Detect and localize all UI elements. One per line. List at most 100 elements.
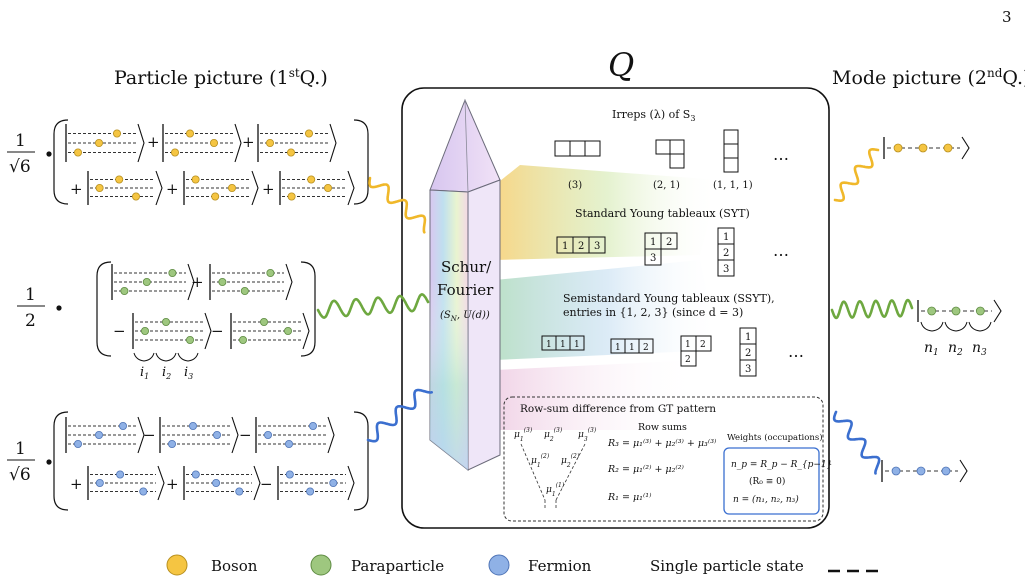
- para-wave-out: [830, 298, 914, 320]
- svg-text:i2: i2: [162, 365, 171, 381]
- right-title: Mode picture (2ndQ.): [832, 66, 1025, 89]
- boson-parens: [53, 119, 369, 205]
- svg-text:2: 2: [685, 355, 691, 365]
- para-coefficient: 12: [17, 285, 62, 331]
- legend-fermion-label: Fermion: [528, 557, 592, 575]
- particle-picture: 1√6+++++12+−−1√6−−++−: [7, 119, 369, 511]
- boson-sign: +: [242, 133, 255, 151]
- weights-eq-n: n = (n₁, n₂, n₃): [733, 494, 799, 505]
- prism-label-line2: Fourier: [437, 281, 494, 299]
- svg-text:1: 1: [15, 439, 26, 459]
- svg-text:1: 1: [562, 241, 568, 252]
- svg-text:μ1(1): μ1(1): [546, 482, 565, 498]
- weights-eq-np: n_p = R_p − R_{p−1}: [731, 460, 832, 470]
- left-title: Particle picture (1stQ.): [114, 66, 328, 89]
- svg-text:n1: n1: [924, 340, 939, 358]
- para-ket: [132, 312, 212, 350]
- boson-sign: +: [70, 180, 83, 198]
- svg-text:1: 1: [15, 131, 26, 151]
- fermion-mode-ket: [881, 459, 968, 483]
- svg-text:√6: √6: [9, 157, 31, 177]
- young-diagram-2-1: [655, 139, 685, 169]
- boson-ket: [65, 123, 145, 163]
- prism-label-line1: Schur/: [441, 258, 492, 276]
- svg-text:n2: n2: [948, 340, 963, 358]
- page-number: 3: [1002, 8, 1012, 26]
- legend-sps-label: Single particle state: [650, 557, 804, 575]
- fermion-sign: +: [166, 475, 179, 493]
- boson-ket: [162, 123, 242, 163]
- irrep-label-3: (3): [568, 180, 582, 191]
- boson-sign: +: [166, 180, 179, 198]
- para-mode-ket: [917, 299, 1002, 323]
- mode-labels: n1 n2 n3: [920, 321, 992, 358]
- boson-ket: [257, 123, 337, 163]
- svg-text:3: 3: [745, 364, 751, 375]
- operator-q-title: Q: [608, 46, 634, 84]
- svg-text:i3: i3: [184, 365, 193, 381]
- fermion-ket: [87, 465, 165, 501]
- para-ket: [209, 263, 293, 301]
- boson-wave-in: [368, 176, 427, 234]
- svg-text:√6: √6: [9, 465, 31, 485]
- gt-pattern-title: Row-sum difference from GT pattern: [520, 403, 716, 415]
- svg-text:3: 3: [723, 264, 729, 275]
- boson-sign: +: [147, 133, 160, 151]
- svg-text:1: 1: [546, 340, 552, 350]
- prism-label-line3: (SN, U(d)): [440, 310, 490, 323]
- boson-ket: [279, 170, 355, 206]
- row-sum-eq-r1: R₁ = μ₁⁽¹⁾: [607, 492, 652, 503]
- svg-text:1: 1: [629, 343, 635, 353]
- para-wave-in: [316, 293, 430, 319]
- operator-q-box: [401, 87, 830, 529]
- gt-pattern-lines: [520, 443, 586, 508]
- boson-wave-out: [833, 148, 880, 202]
- young-diagram-1-1-1: [723, 129, 739, 173]
- ssyt-ellipsis: …: [788, 342, 804, 361]
- weights-eq-r0: (R₀ ≡ 0): [749, 476, 785, 487]
- svg-text:3: 3: [650, 253, 656, 264]
- legend-fermion-dot: [488, 554, 510, 576]
- svg-text:1: 1: [615, 343, 621, 353]
- syt-tableau-3: 123: [717, 227, 735, 277]
- legend-boson-label: Boson: [211, 557, 258, 575]
- boson-ket: [183, 170, 259, 206]
- svg-text:μ1(3): μ1(3): [514, 427, 533, 443]
- fermion-sign: −: [239, 426, 252, 444]
- svg-text:2: 2: [578, 241, 584, 252]
- svg-text:2: 2: [643, 343, 649, 353]
- light-beam-middle: [495, 260, 720, 360]
- irrep-label-2-1: (2, 1): [653, 180, 680, 191]
- legend-para-dot: [310, 554, 332, 576]
- svg-text:n3: n3: [972, 340, 987, 358]
- svg-text:2: 2: [666, 237, 672, 248]
- weights-box: [723, 447, 820, 515]
- svg-text:2: 2: [745, 348, 751, 359]
- light-beam-top: [495, 165, 720, 260]
- fermion-wave-out: [832, 410, 881, 475]
- svg-text:2: 2: [723, 248, 729, 259]
- legend: Boson Paraparticle Fermion Single partic…: [166, 554, 884, 576]
- irrep-label-1-1-1: (1, 1, 1): [713, 180, 753, 191]
- svg-text:2: 2: [700, 340, 706, 350]
- fermion-ket: [255, 416, 335, 454]
- svg-text:1: 1: [650, 237, 656, 248]
- para-ket: [230, 312, 310, 350]
- para-parens: [96, 261, 316, 357]
- ssyt-title-line1: Semistandard Young tableaux (SSYT),: [563, 292, 775, 305]
- fermion-sign: +: [70, 475, 83, 493]
- fermion-coefficient: 1√6: [7, 439, 52, 485]
- fermion-sign: −: [260, 475, 273, 493]
- syt-ellipsis: …: [773, 241, 789, 260]
- svg-text:1: 1: [745, 332, 751, 343]
- row-sum-eq-r2: R₂ = μ₁⁽²⁾ + μ₂⁽²⁾: [607, 464, 685, 475]
- svg-text:3: 3: [594, 241, 600, 252]
- boson-coefficient: 1√6: [7, 131, 52, 177]
- row-sums-title: Row sums: [638, 422, 687, 433]
- boson-mode-ket: [883, 136, 970, 160]
